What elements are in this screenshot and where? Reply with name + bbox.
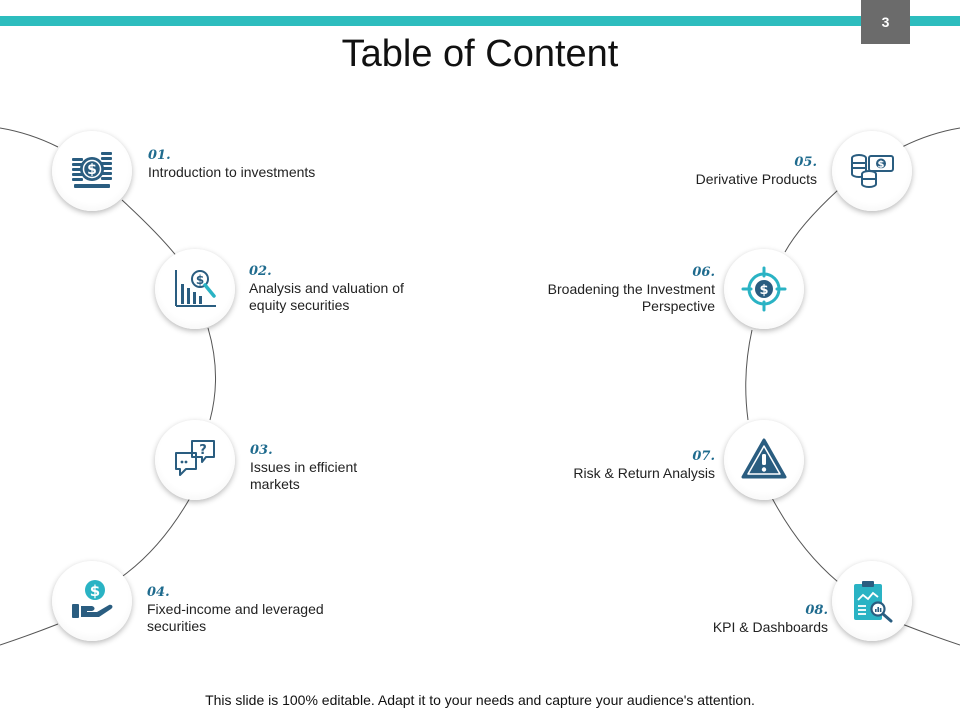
hand-dollar-icon: $: [72, 580, 113, 618]
item-06-icon-circle[interactable]: $: [724, 249, 804, 329]
target-dollar-icon: $: [741, 266, 787, 312]
svg-text:$: $: [196, 273, 204, 287]
item-08[interactable]: 08. KPI & Dashboards: [588, 602, 828, 636]
item-05-label: Derivative Products: [695, 171, 817, 187]
item-01-number: 01.: [148, 148, 171, 163]
item-06-number: 06.: [692, 265, 715, 280]
chart-magnifier-icon: $: [175, 270, 216, 307]
item-08-icon-circle[interactable]: [832, 561, 912, 641]
item-07[interactable]: 07. Risk & Return Analysis: [475, 448, 715, 482]
footer-note: This slide is 100% editable. Adapt it to…: [205, 692, 755, 708]
svg-text:$: $: [87, 162, 97, 178]
item-03[interactable]: 03. Issues in efficient markets: [250, 442, 410, 493]
coins-banknote-icon: $: [851, 154, 894, 188]
item-04-icon-circle[interactable]: $: [52, 561, 132, 641]
item-01-label: Introduction to investments: [148, 164, 316, 180]
item-02[interactable]: 02. Analysis and valuation of equity sec…: [249, 263, 429, 314]
item-05[interactable]: 05. Derivative Products: [577, 154, 817, 188]
item-06-label: Broadening the Investment Perspective: [547, 281, 715, 314]
item-01-icon-circle[interactable]: $: [52, 131, 132, 211]
svg-text:$: $: [90, 582, 100, 600]
svg-text:?: ?: [199, 443, 207, 458]
speech-bubbles-icon: ?: [175, 440, 215, 476]
svg-text:$: $: [878, 160, 885, 171]
item-03-number: 03.: [250, 443, 273, 458]
item-06[interactable]: 06. Broadening the Investment Perspectiv…: [475, 264, 715, 315]
page-number-badge: 3: [861, 0, 910, 44]
warning-icon: [741, 438, 787, 479]
item-08-number: 08.: [805, 603, 828, 618]
item-01[interactable]: 01. Introduction to investments: [148, 147, 328, 181]
item-07-number: 07.: [692, 449, 715, 464]
item-08-label: KPI & Dashboards: [712, 619, 828, 635]
item-04[interactable]: 04. Fixed-income and leveraged securitie…: [147, 584, 367, 635]
page-title: Table of Content: [341, 33, 619, 75]
item-07-label: Risk & Return Analysis: [573, 465, 715, 481]
item-05-number: 05.: [794, 155, 817, 170]
item-02-icon-circle[interactable]: $: [155, 249, 235, 329]
item-04-label: Fixed-income and leveraged securities: [147, 601, 324, 634]
item-07-icon-circle[interactable]: [724, 420, 804, 500]
item-05-icon-circle[interactable]: $: [832, 131, 912, 211]
item-03-label: Issues in efficient markets: [250, 459, 358, 492]
item-03-icon-circle[interactable]: ?: [155, 420, 235, 500]
svg-text:$: $: [759, 283, 768, 298]
item-02-number: 02.: [249, 264, 272, 279]
item-02-label: Analysis and valuation of equity securit…: [249, 280, 404, 313]
accent-bar: [0, 16, 960, 26]
money-coins-icon: $: [72, 152, 112, 188]
clipboard-analytics-icon: [854, 581, 893, 623]
item-04-number: 04.: [147, 585, 170, 600]
